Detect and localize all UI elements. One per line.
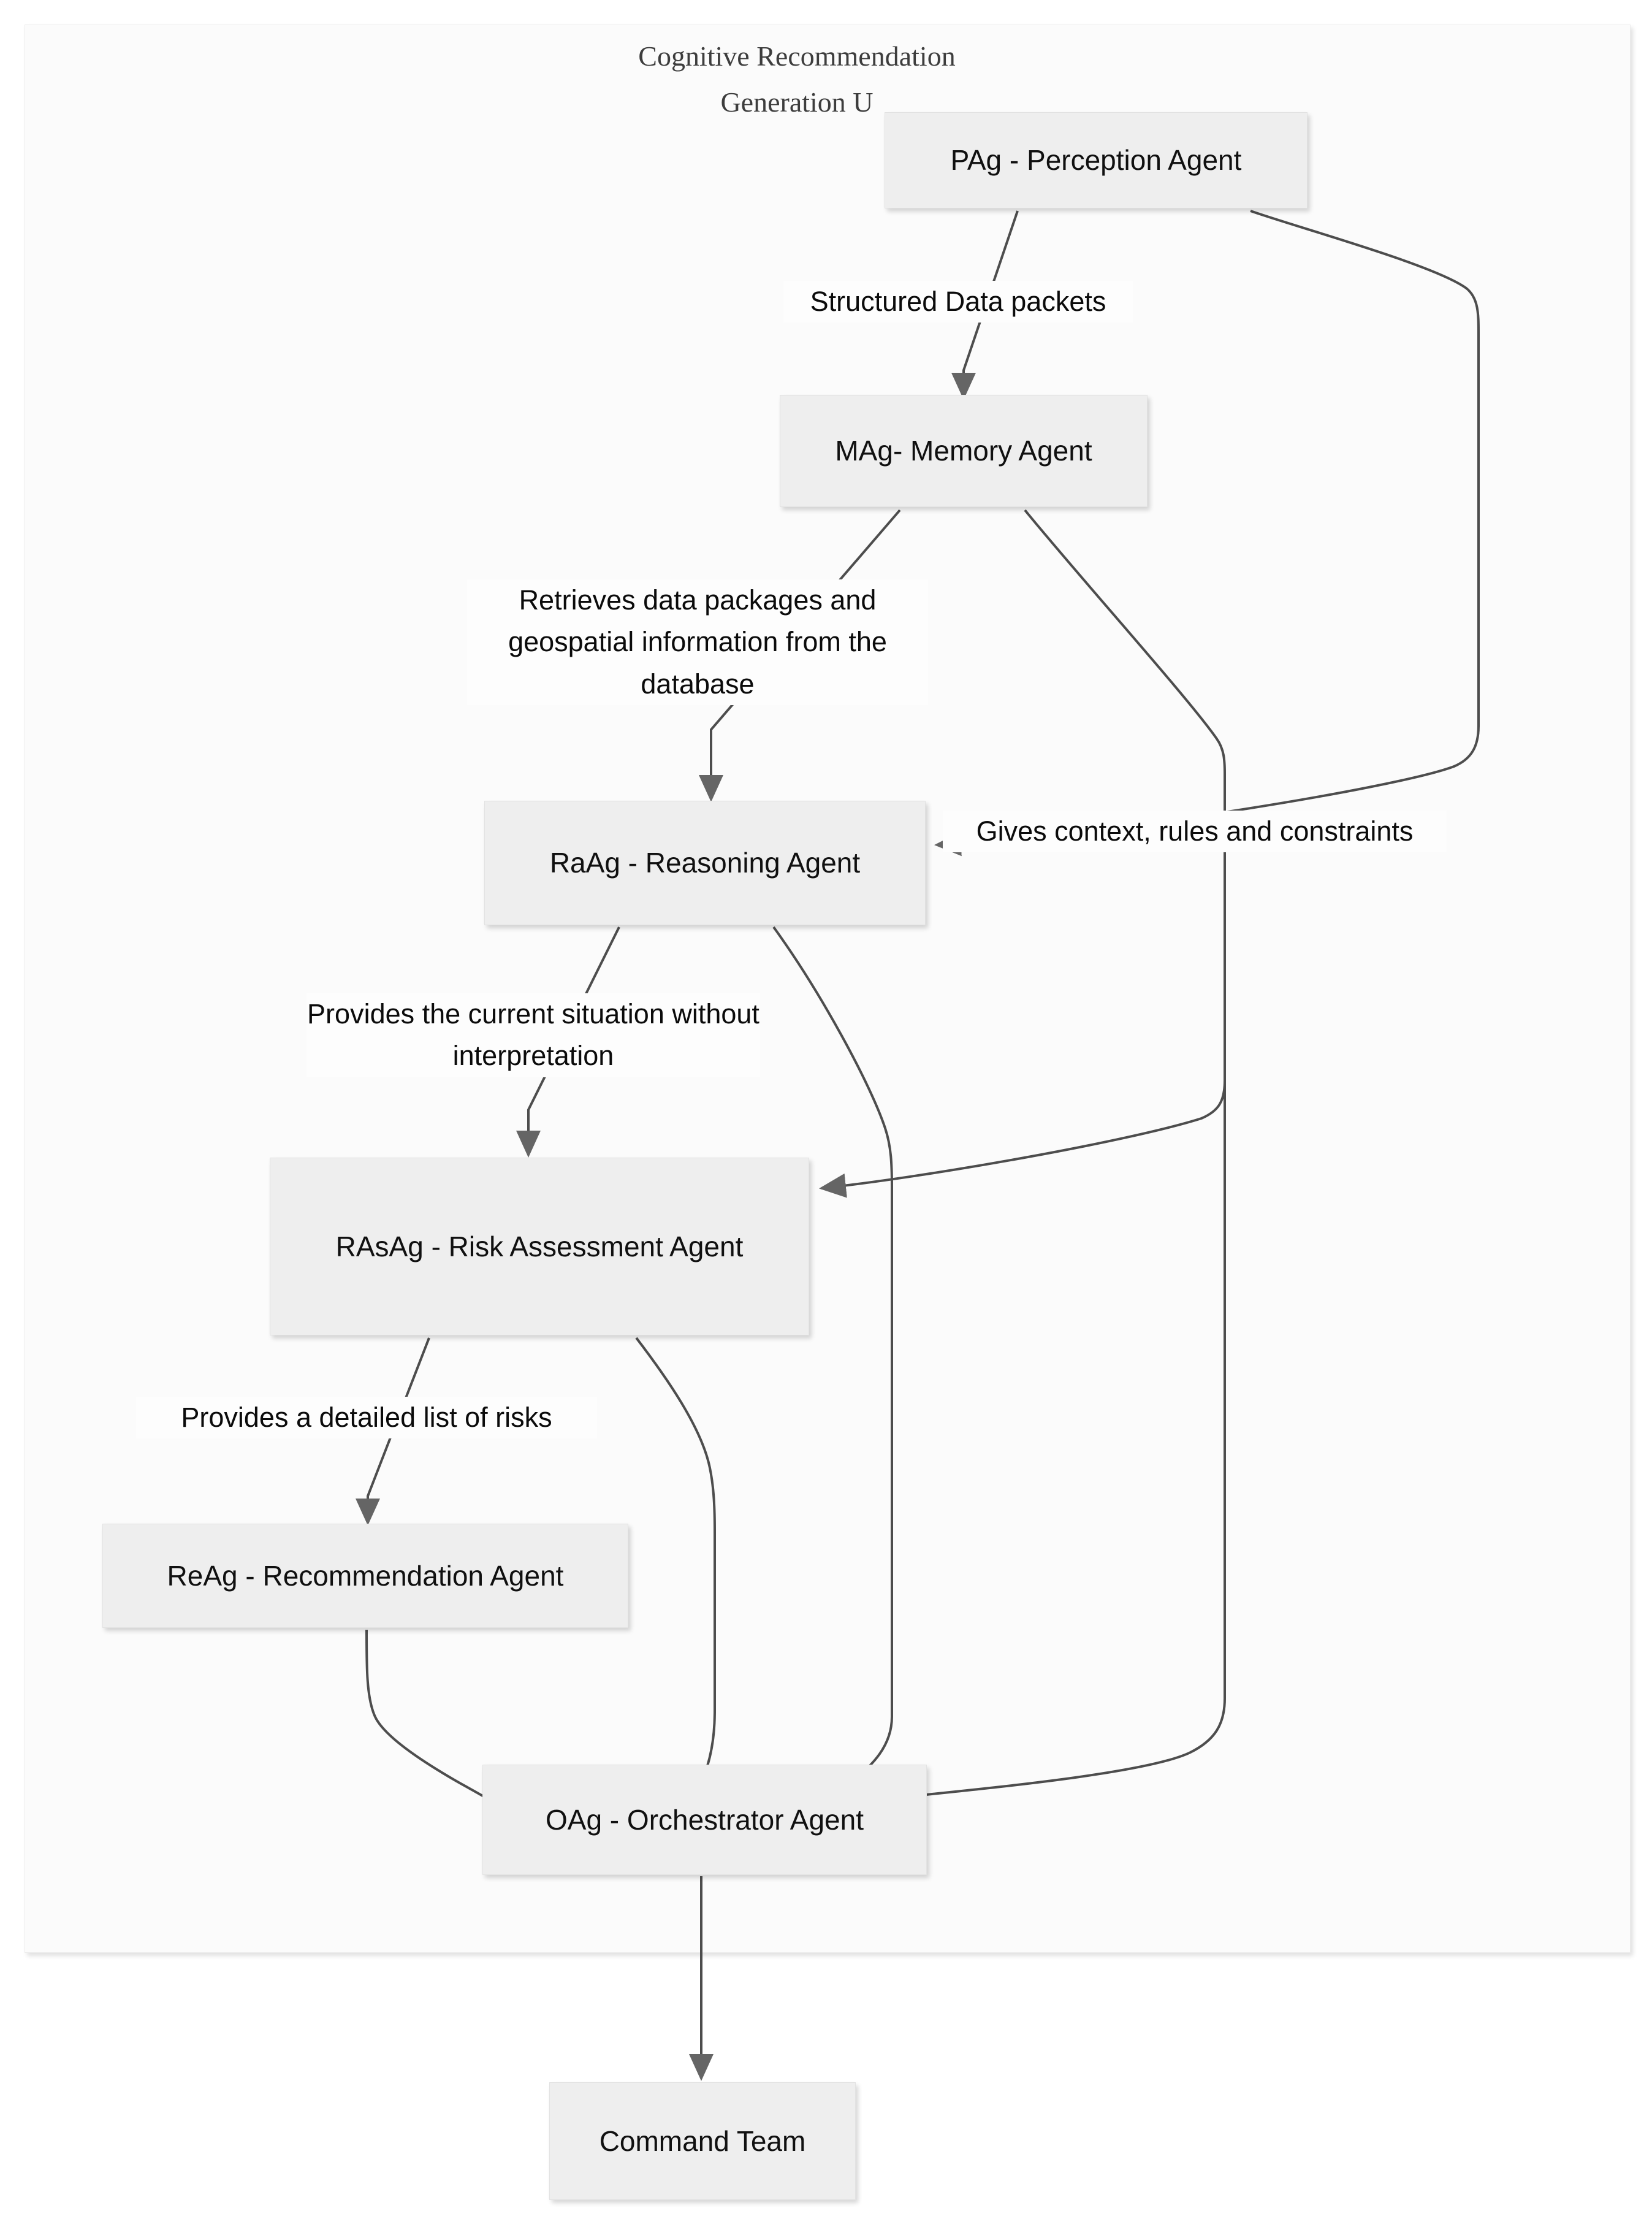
node-memory-agent-label: MAg- Memory Agent (835, 435, 1092, 467)
node-reasoning-agent-label: RaAg - Reasoning Agent (549, 847, 861, 879)
diagram-title: Cognitive Recommendation Generation U (472, 34, 1122, 125)
diagram-panel (25, 25, 1631, 1953)
node-perception-agent[interactable]: PAg - Perception Agent (885, 112, 1308, 208)
node-memory-agent[interactable]: MAg- Memory Agent (780, 395, 1148, 507)
diagram-title-line-1: Cognitive Recommendation (638, 40, 956, 72)
node-command-team-label: Command Team (599, 2125, 806, 2157)
node-command-team[interactable]: Command Team (549, 2082, 856, 2200)
edge-label-provides-risks: Provides a detailed list of risks (136, 1397, 597, 1439)
node-perception-agent-label: PAg - Perception Agent (950, 144, 1242, 177)
node-orchestrator-agent-label: OAg - Orchestrator Agent (545, 1803, 864, 1836)
edge-raag-oag (772, 926, 893, 1821)
edge-rasag-reag (356, 1337, 430, 1525)
node-orchestrator-agent[interactable]: OAg - Orchestrator Agent (482, 1765, 927, 1875)
edge-label-retrieves: Retrieves data packages and geospatial i… (467, 579, 928, 706)
node-risk-assessment-agent[interactable]: RAsAg - Risk Assessment Agent (270, 1158, 809, 1335)
edge-label-provides-situation: Provides the current situation without i… (306, 993, 760, 1077)
diagram-title-line-2: Generation U (720, 86, 874, 118)
node-recommendation-agent-label: ReAg - Recommendation Agent (167, 1559, 564, 1592)
node-recommendation-agent[interactable]: ReAg - Recommendation Agent (102, 1524, 628, 1628)
edge-rasag-oag (635, 1337, 716, 1817)
node-reasoning-agent[interactable]: RaAg - Reasoning Agent (484, 801, 926, 925)
edge-label-structured-data: Structured Data packets (783, 281, 1133, 323)
edge-label-gives-context: Gives context, rules and constraints (943, 811, 1447, 853)
edge-raag-rasag (516, 926, 620, 1158)
edge-mag-oag (862, 774, 1226, 1811)
node-risk-assessment-agent-label: RAsAg - Risk Assessment Agent (335, 1230, 744, 1262)
edge-pag-mag (951, 210, 1019, 400)
